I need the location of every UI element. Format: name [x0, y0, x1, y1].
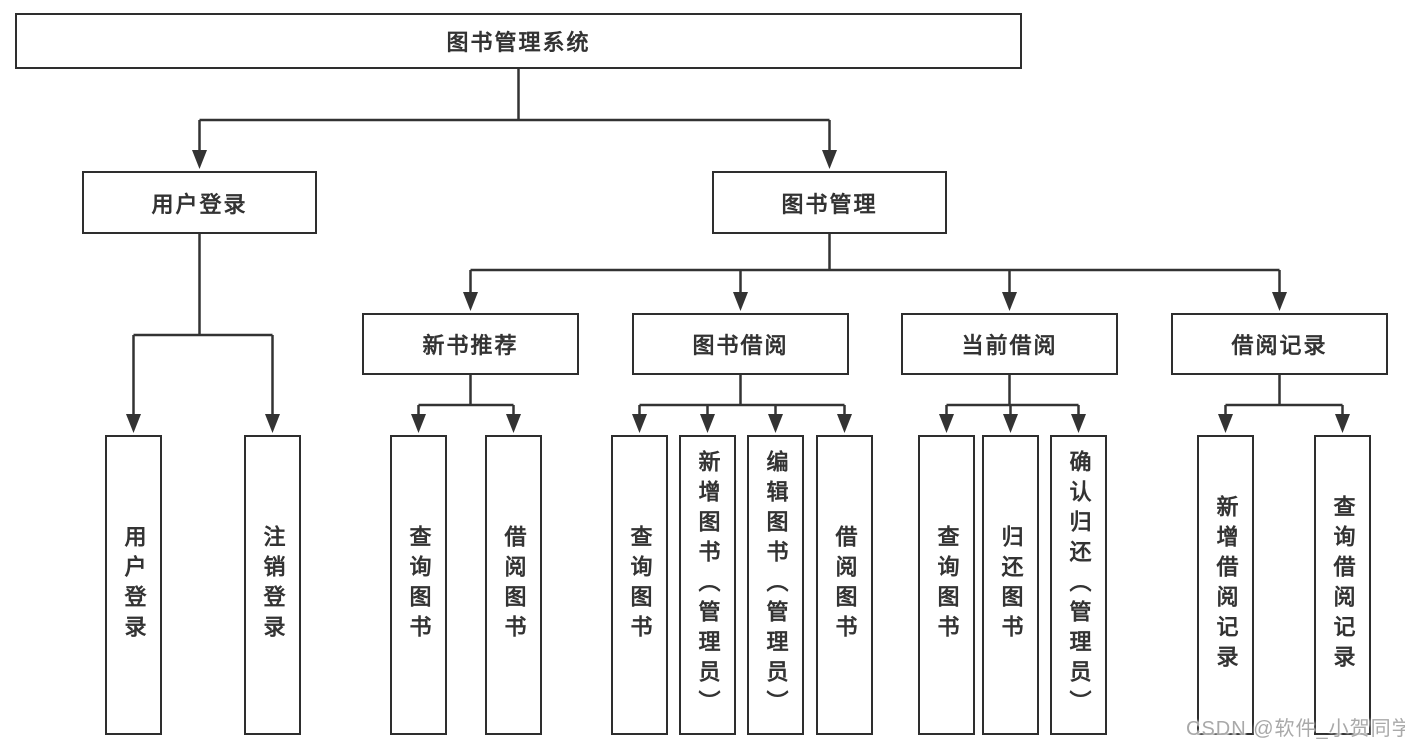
leaf-records-add-record: 新增借阅记录 — [1197, 435, 1254, 735]
leaf-records-query-record: 查询借阅记录 — [1314, 435, 1371, 735]
leaf-current-return-books-label: 归还图书 — [998, 525, 1024, 645]
leaf-current-confirm-return-admin-label: 确认归还（管理员） — [1066, 450, 1092, 720]
leaf-current-return-books: 归还图书 — [982, 435, 1039, 735]
leaf-borrowing-edit-books-admin: 编辑图书（管理员） — [747, 435, 804, 735]
leaf-borrowing-add-books-admin-label: 新增图书（管理员） — [695, 450, 721, 720]
node-user-login: 用户登录 — [82, 171, 317, 234]
leaf-user-login: 用户登录 — [105, 435, 162, 735]
leaf-newbooks-query-books-label: 查询图书 — [406, 525, 432, 645]
node-book-management: 图书管理 — [712, 171, 947, 234]
leaf-records-add-record-label: 新增借阅记录 — [1213, 495, 1239, 675]
leaf-borrowing-edit-books-admin-label: 编辑图书（管理员） — [763, 450, 789, 720]
node-book-management-label: 图书管理 — [781, 191, 878, 217]
leaf-newbooks-query-books: 查询图书 — [390, 435, 447, 735]
leaf-borrowing-borrow-books-label: 借阅图书 — [832, 525, 858, 645]
leaf-logout: 注销登录 — [244, 435, 301, 735]
node-root-label: 图书管理系统 — [446, 30, 591, 55]
node-new-book-recommend: 新书推荐 — [362, 313, 579, 375]
node-current-borrowing-label: 当前借阅 — [961, 333, 1058, 358]
node-borrow-records: 借阅记录 — [1171, 313, 1388, 375]
node-user-login-label: 用户登录 — [151, 191, 248, 217]
node-book-borrowing: 图书借阅 — [632, 313, 849, 375]
csdn-watermark: CSDN @软件_小贺同学 — [1186, 718, 1405, 740]
leaf-borrowing-add-books-admin: 新增图书（管理员） — [679, 435, 736, 735]
arrowheads — [126, 150, 1350, 433]
leaf-newbooks-borrow-books-label: 借阅图书 — [501, 525, 527, 645]
leaf-user-login-label: 用户登录 — [121, 525, 147, 645]
leaf-current-confirm-return-admin: 确认归还（管理员） — [1050, 435, 1107, 735]
leaf-borrowing-borrow-books: 借阅图书 — [816, 435, 873, 735]
node-root: 图书管理系统 — [15, 13, 1022, 69]
node-book-borrowing-label: 图书借阅 — [692, 333, 789, 358]
leaf-borrowing-query-books-label: 查询图书 — [627, 525, 653, 645]
leaf-newbooks-borrow-books: 借阅图书 — [485, 435, 542, 735]
leaf-records-query-record-label: 查询借阅记录 — [1330, 495, 1356, 675]
node-new-book-recommend-label: 新书推荐 — [422, 333, 519, 358]
node-current-borrowing: 当前借阅 — [901, 313, 1118, 375]
leaf-logout-label: 注销登录 — [260, 525, 286, 645]
node-borrow-records-label: 借阅记录 — [1231, 333, 1328, 358]
leaf-current-query-books: 查询图书 — [918, 435, 975, 735]
leaf-current-query-books-label: 查询图书 — [934, 525, 960, 645]
leaf-borrowing-query-books: 查询图书 — [611, 435, 668, 735]
